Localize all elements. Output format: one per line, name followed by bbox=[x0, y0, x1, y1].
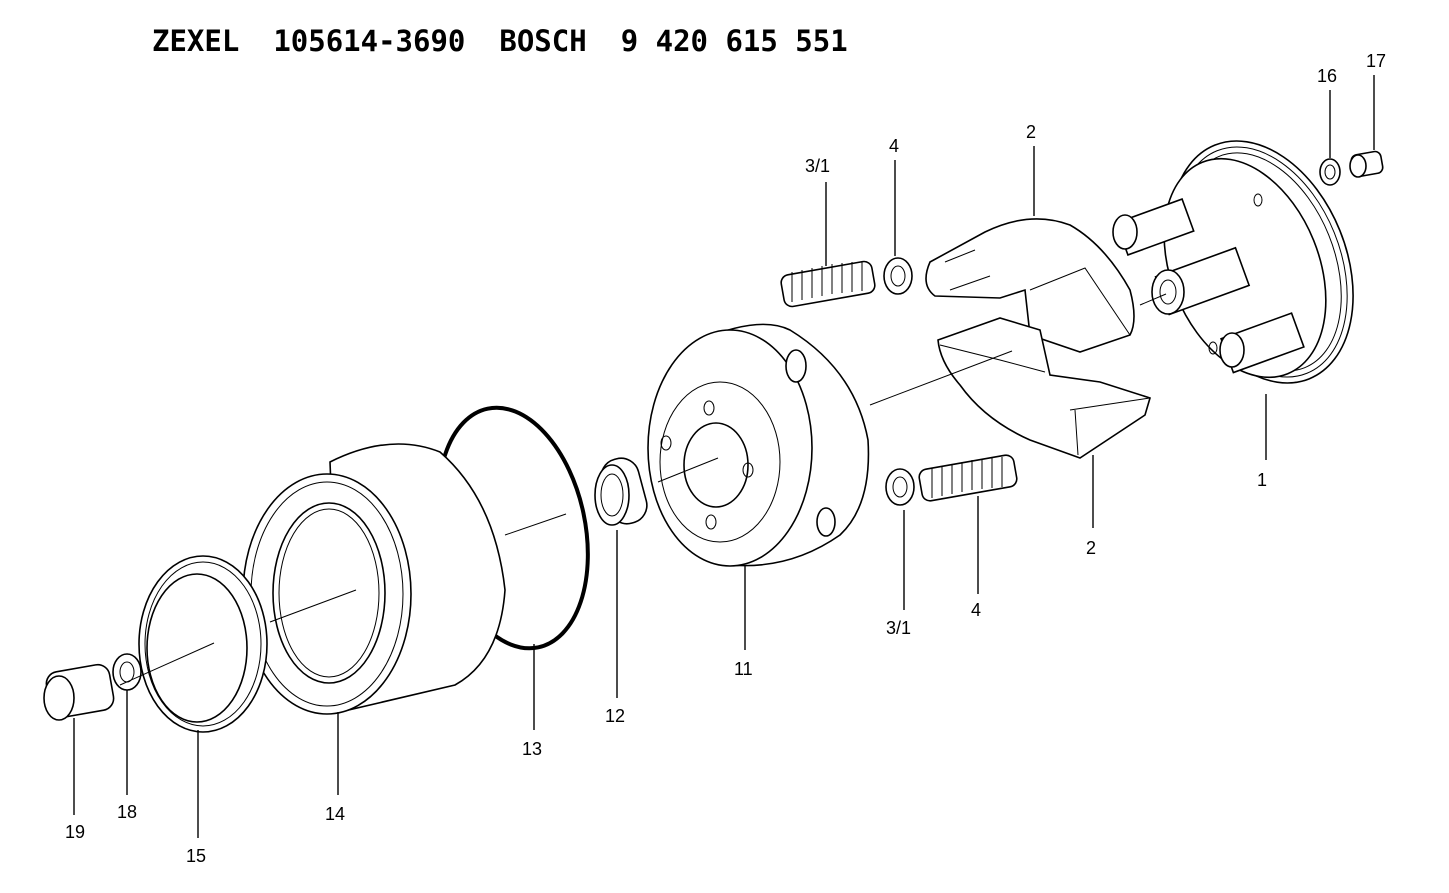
part-14-housing bbox=[242, 443, 506, 715]
callout-14: 14 bbox=[325, 804, 345, 824]
callout-16: 16 bbox=[1317, 66, 1337, 86]
title-part-zexel: 105614-3690 bbox=[273, 24, 466, 58]
callout-13: 13 bbox=[522, 739, 542, 759]
callout-4-lower: 4 bbox=[971, 600, 981, 620]
callout-17: 17 bbox=[1366, 51, 1386, 71]
leader-lines bbox=[73, 75, 1375, 838]
part-18-washer bbox=[112, 653, 142, 691]
part-15-seal-ring bbox=[138, 555, 268, 733]
callout-11: 11 bbox=[734, 659, 753, 679]
callout-1: 1 bbox=[1257, 470, 1267, 490]
part-19-plug bbox=[43, 663, 115, 721]
title-part-bosch: 9 420 615 551 bbox=[620, 24, 848, 58]
part-11-holder bbox=[647, 323, 870, 567]
part-16-washer bbox=[1319, 158, 1341, 186]
part-3-1-spring-upper bbox=[780, 260, 876, 308]
assembly-axis-lines bbox=[119, 293, 1167, 686]
callout-19: 19 bbox=[65, 822, 85, 842]
callout-3-1-lower: 3/1 bbox=[886, 618, 911, 638]
part-4-washer-lower bbox=[885, 468, 915, 506]
callout-15: 15 bbox=[186, 846, 206, 866]
part-3-1-spring-lower bbox=[918, 454, 1018, 502]
diagram-title: ZEXEL 105614-3690 BOSCH 9 420 615 551 bbox=[152, 24, 848, 58]
title-brand-zexel: ZEXEL bbox=[152, 24, 240, 58]
part-12-bushing bbox=[594, 457, 648, 526]
callout-18: 18 bbox=[117, 802, 137, 822]
part-2-flyweight-upper bbox=[925, 218, 1135, 353]
part-4-washer-upper bbox=[883, 257, 913, 295]
callout-labels: 1 2 2 3/1 3/1 4 4 11 12 13 14 15 16 17 1… bbox=[65, 51, 1386, 866]
callout-2-upper: 2 bbox=[1026, 122, 1036, 142]
callout-12: 12 bbox=[605, 706, 625, 726]
callout-2-lower: 2 bbox=[1086, 538, 1096, 558]
part-17-screw bbox=[1349, 150, 1384, 178]
part-1-flange bbox=[1112, 140, 1354, 384]
title-brand-bosch: BOSCH bbox=[499, 24, 587, 58]
callout-3-1-upper: 3/1 bbox=[805, 156, 830, 176]
callout-4-upper: 4 bbox=[889, 136, 899, 156]
part-2-flyweight-lower bbox=[937, 317, 1151, 459]
